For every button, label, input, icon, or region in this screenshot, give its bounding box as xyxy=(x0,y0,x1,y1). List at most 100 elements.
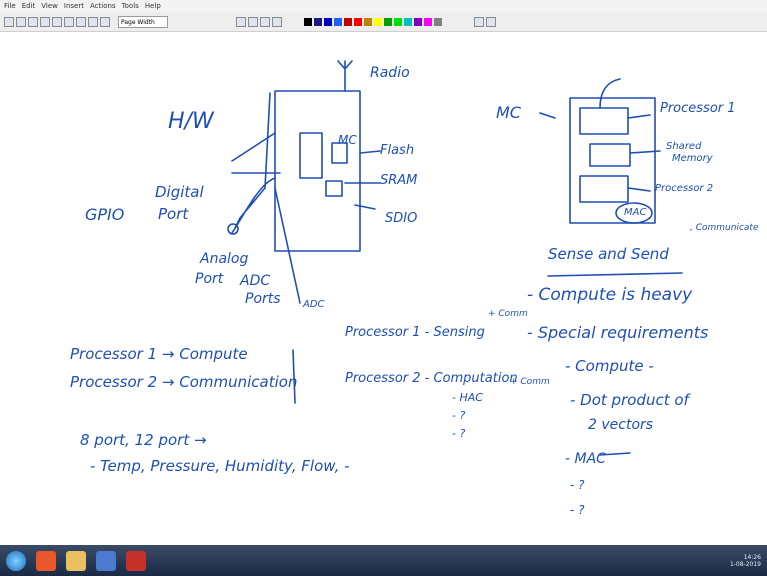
mac-box-label: MAC xyxy=(624,207,646,218)
port-strokes xyxy=(232,93,300,303)
color-palette xyxy=(304,18,442,26)
menu-tools[interactable]: Tools xyxy=(122,0,139,12)
mac-list-label: - MAC xyxy=(565,451,606,467)
question-2: - ? xyxy=(570,503,585,517)
sensors-label: - Temp, Pressure, Humidity, Flow, - xyxy=(90,457,350,475)
menu-file[interactable]: File xyxy=(4,0,16,12)
communicate-label: , Communicate xyxy=(690,223,758,233)
hac-label: - HAC xyxy=(452,391,483,404)
paste-icon[interactable] xyxy=(76,17,86,27)
undo-icon[interactable] xyxy=(88,17,98,27)
menu-insert[interactable]: Insert xyxy=(64,0,84,12)
flash-label: Flash xyxy=(380,143,414,158)
journal-app-icon[interactable] xyxy=(96,551,116,571)
hw-label: H/W xyxy=(168,109,214,134)
shared-memory-box xyxy=(590,144,630,166)
left-proc1-label: Processor 1 → Compute xyxy=(70,345,248,363)
question-1: - ? xyxy=(570,478,585,492)
question-3: - ? xyxy=(452,409,465,422)
search-icon[interactable] xyxy=(486,17,496,27)
zoom-icon[interactable] xyxy=(474,17,484,27)
color-swatch[interactable] xyxy=(344,18,352,26)
adc-ports-label-2: Ports xyxy=(245,291,281,307)
toolbar: Page Width xyxy=(0,12,767,32)
sram-box xyxy=(326,181,342,196)
color-swatch[interactable] xyxy=(424,18,432,26)
sram-label: SRAM xyxy=(380,173,417,188)
processor2-box xyxy=(580,176,628,202)
ink-canvas[interactable]: H/W Radio MC Flash SRAM SDIO GPIO Digita… xyxy=(0,33,767,545)
processor1-box xyxy=(580,108,628,134)
shared-label: Shared xyxy=(666,141,701,152)
color-swatch[interactable] xyxy=(374,18,382,26)
print-icon[interactable] xyxy=(40,17,50,27)
digital-port-label: Port xyxy=(158,205,188,223)
memory-label: Memory xyxy=(672,153,713,164)
clock-time: 14:26 xyxy=(730,554,761,561)
color-swatch[interactable] xyxy=(394,18,402,26)
color-swatch[interactable] xyxy=(404,18,412,26)
mc-core-box xyxy=(300,133,322,178)
mc-label: MC xyxy=(338,133,357,147)
menu-actions[interactable]: Actions xyxy=(90,0,116,12)
start-button[interactable] xyxy=(6,551,26,571)
copy-icon[interactable] xyxy=(64,17,74,27)
color-swatch[interactable] xyxy=(304,18,312,26)
mc-right-label: MC xyxy=(496,103,521,122)
sense-send-label: Sense and Send xyxy=(548,245,669,263)
redo-icon[interactable] xyxy=(100,17,110,27)
compute-label: - Compute - xyxy=(565,357,654,375)
left-proc2-label: Processor 2 → Communication xyxy=(70,373,297,391)
eraser-icon[interactable] xyxy=(260,17,270,27)
system-clock[interactable]: 14:26 1-08-2019 xyxy=(730,554,761,568)
ports-label: 8 port, 12 port → xyxy=(80,431,207,449)
vectors-label: 2 vectors xyxy=(588,417,653,433)
menu-edit[interactable]: Edit xyxy=(22,0,36,12)
open-icon[interactable] xyxy=(16,17,26,27)
media-player-icon[interactable] xyxy=(36,551,56,571)
file-explorer-icon[interactable] xyxy=(66,551,86,571)
analog-label: Analog xyxy=(200,251,248,267)
comm1-label: + Comm xyxy=(488,309,528,319)
color-swatch[interactable] xyxy=(324,18,332,26)
compute-heavy-label: - Compute is heavy xyxy=(527,285,692,305)
color-swatch[interactable] xyxy=(314,18,322,26)
taskbar: 14:26 1-08-2019 xyxy=(0,545,767,576)
color-swatch[interactable] xyxy=(334,18,342,26)
proc2-comp-label: Processor 2 - Computation xyxy=(345,371,518,386)
analog-port-label: Port xyxy=(195,271,223,287)
new-page-icon[interactable] xyxy=(4,17,14,27)
menu-view[interactable]: View xyxy=(41,0,58,12)
adc-ports-label: ADC xyxy=(240,273,270,289)
digital-label: Digital xyxy=(155,183,204,201)
comm2-label: + Comm xyxy=(510,377,550,387)
mc-block-outline xyxy=(275,91,360,251)
color-swatch[interactable] xyxy=(414,18,422,26)
color-swatch[interactable] xyxy=(384,18,392,26)
color-swatch[interactable] xyxy=(354,18,362,26)
radio-label: Radio xyxy=(370,65,410,81)
processor1-label: Processor 1 xyxy=(660,101,736,116)
pen-icon[interactable] xyxy=(236,17,246,27)
color-swatch[interactable] xyxy=(434,18,442,26)
processor2-label: Processor 2 xyxy=(655,183,713,194)
menu-help[interactable]: Help xyxy=(145,0,161,12)
right-arrows xyxy=(540,79,660,191)
special-req-label: - Special requirements xyxy=(527,323,708,342)
gpio-label: GPIO xyxy=(85,205,124,224)
clock-date: 1-08-2019 xyxy=(730,561,761,568)
proc1-sensing-label: Processor 1 - Sensing xyxy=(345,325,485,340)
color-swatch[interactable] xyxy=(364,18,372,26)
peripheral-arrows xyxy=(345,151,380,209)
antenna-stroke xyxy=(338,61,352,91)
pdf-reader-icon[interactable] xyxy=(126,551,146,571)
save-icon[interactable] xyxy=(28,17,38,27)
zoom-select[interactable]: Page Width xyxy=(118,16,168,28)
cut-icon[interactable] xyxy=(52,17,62,27)
menu-bar: File Edit View Insert Actions Tools Help xyxy=(0,0,767,12)
lasso-icon[interactable] xyxy=(272,17,282,27)
sdio-label: SDIO xyxy=(385,211,417,226)
adc-label: ADC xyxy=(303,299,325,310)
highlighter-icon[interactable] xyxy=(248,17,258,27)
question-4: - ? xyxy=(452,427,465,440)
